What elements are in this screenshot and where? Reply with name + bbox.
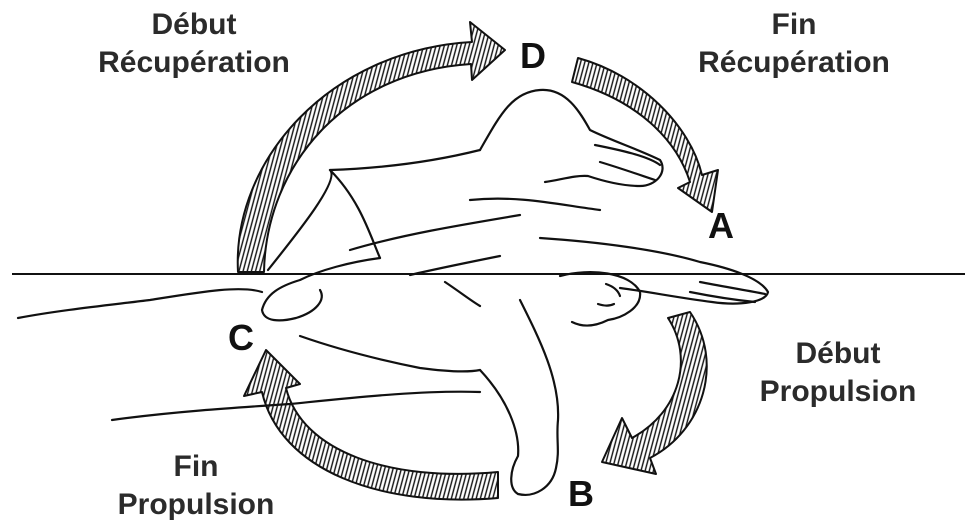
swimmer-arm-pulling <box>480 300 558 495</box>
swimmer-torso-lower <box>300 336 480 371</box>
point-a-label: A <box>708 208 734 244</box>
label-fin-propulsion-line2: Propulsion <box>96 486 296 524</box>
point-d-label: D <box>520 38 546 74</box>
swimmer-back <box>268 150 480 270</box>
arrow-debut-propulsion <box>602 312 707 474</box>
swimmer-leg-upper <box>18 289 262 318</box>
label-debut-propulsion-line1: Début <box>738 335 938 373</box>
label-fin-recuperation-line1: Fin <box>678 6 910 44</box>
point-c-label: C <box>228 320 254 356</box>
label-debut-recuperation-line2: Récupération <box>78 44 310 82</box>
swimmer-face <box>598 284 620 306</box>
label-debut-propulsion: Début Propulsion <box>738 335 938 411</box>
label-debut-recuperation-line1: Début <box>78 6 310 44</box>
label-fin-recuperation-line2: Récupération <box>678 44 910 82</box>
swimmer-back-lines <box>350 215 520 306</box>
label-fin-recuperation: Fin Récupération <box>678 6 910 82</box>
swimmer-arm-extended <box>540 238 768 304</box>
point-b-label: B <box>568 476 594 512</box>
label-debut-recuperation: Début Récupération <box>78 6 310 82</box>
swimmer-hand-extended <box>690 282 765 302</box>
swimmer-head <box>560 272 640 325</box>
swimmer-hand-recovery <box>595 145 660 180</box>
swimmer-arm-trailing <box>262 258 380 320</box>
label-fin-propulsion: Fin Propulsion <box>96 448 296 524</box>
label-fin-propulsion-line1: Fin <box>96 448 296 486</box>
label-debut-propulsion-line2: Propulsion <box>738 373 938 411</box>
